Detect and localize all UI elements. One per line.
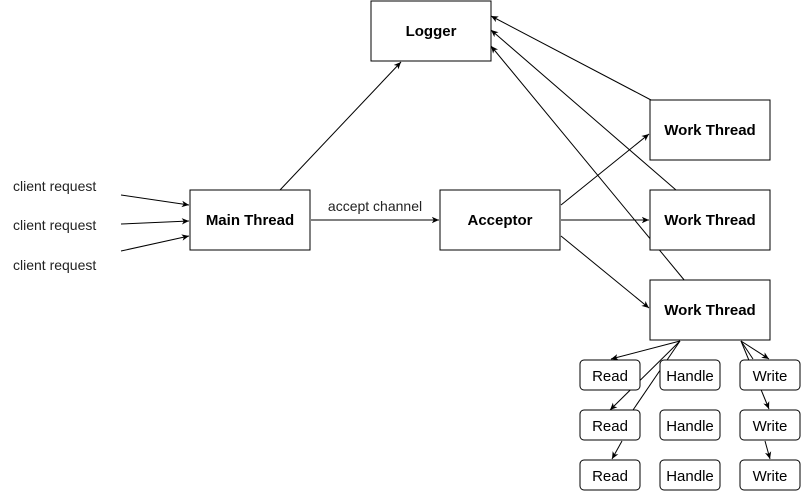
edge-client-1-to-main [120, 194, 190, 208]
node-main-thread: Main Thread [189, 189, 311, 251]
node-work-thread-3: Work Thread [649, 279, 771, 341]
read-tasks: Read Read Read [579, 359, 641, 491]
edge-work-3-to-write-1 [740, 340, 770, 360]
main-thread-box [189, 189, 311, 251]
write-tasks: Write Write Write [739, 359, 801, 491]
edge-work-3-to-read-2 [609, 340, 681, 411]
edge-client-3-to-main [120, 234, 190, 252]
write-label: Write [753, 368, 788, 385]
write-label: Write [753, 468, 788, 485]
edge-work-2-to-logger [490, 29, 677, 191]
edge-work-3-line-2 [740, 340, 754, 360]
work-thread-box [649, 189, 771, 251]
handle-box [659, 409, 721, 441]
handle-box [659, 359, 721, 391]
acceptor-box [439, 189, 561, 251]
node-acceptor: Acceptor [439, 189, 561, 251]
node-logger: Logger [370, 0, 492, 62]
read-box [579, 459, 641, 491]
read-box [579, 359, 641, 391]
read-label: Read [592, 468, 628, 485]
handle-tasks: Handle Handle Handle [659, 359, 721, 491]
handle-box [659, 459, 721, 491]
client-request-label: client request [13, 257, 96, 273]
edge-work-1-to-logger [490, 15, 652, 101]
edge-label-accept-channel: accept channel [328, 198, 422, 214]
write-box [739, 409, 801, 441]
edge-acceptor-to-work-3 [560, 235, 650, 309]
handle-label: Handle [666, 468, 714, 485]
write-label: Write [753, 418, 788, 435]
edge-write-2-to-write-3 [764, 440, 772, 460]
read-label: Read [592, 418, 628, 435]
write-box [739, 459, 801, 491]
edge-work-3-to-read-1 [610, 340, 681, 361]
logger-label: Logger [406, 23, 457, 40]
logger-box [370, 0, 492, 62]
handle-label: Handle [666, 368, 714, 385]
acceptor-label: Acceptor [467, 212, 532, 229]
work-thread-label: Work Thread [664, 122, 755, 139]
handle-label: Handle [666, 418, 714, 435]
node-work-thread-1: Work Thread [649, 99, 771, 161]
work-thread-label: Work Thread [664, 302, 755, 319]
read-box [579, 409, 641, 441]
edge-client-2-to-main [120, 218, 190, 225]
client-request-label: client request [13, 178, 96, 194]
edge-work-3-line [632, 340, 681, 411]
client-request-label: client request [13, 217, 96, 233]
edge-acceptor-to-work-1 [560, 133, 650, 206]
read-label: Read [592, 368, 628, 385]
work-thread-label: Work Thread [664, 212, 755, 229]
work-thread-box [649, 99, 771, 161]
client-requests: client request client request client req… [13, 178, 96, 273]
edge-main-to-logger [279, 61, 402, 191]
edge-read-2-to-read-3 [611, 440, 623, 460]
node-work-thread-2: Work Thread [649, 189, 771, 251]
work-thread-box [649, 279, 771, 341]
write-box [739, 359, 801, 391]
main-thread-label: Main Thread [206, 212, 294, 229]
